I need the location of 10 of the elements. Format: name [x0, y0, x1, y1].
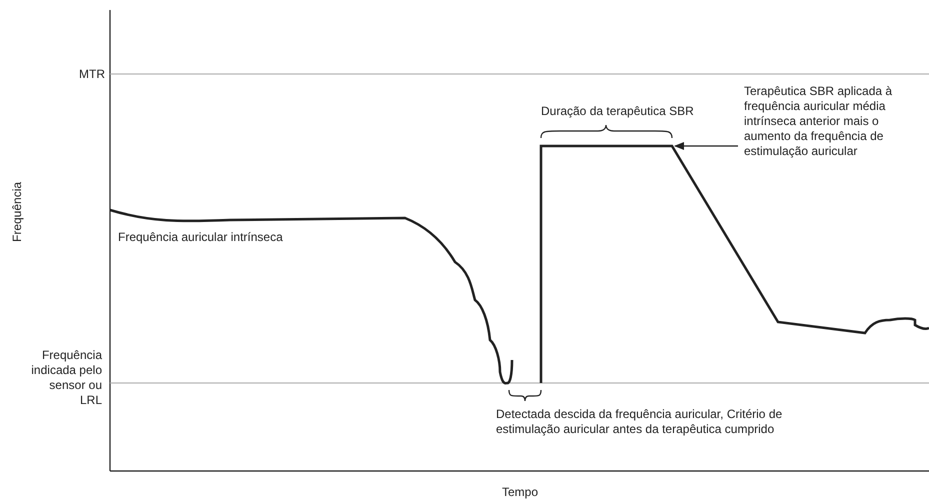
axis-tick-label: Frequência indicada pelo sensor ou LRL: [30, 348, 102, 408]
brace-label: Detectada descida da frequência auricular, Critério de estimulação auricular antes da terapêutica cumprido: [496, 407, 784, 437]
brace-label: Duração da terapêutica SBR: [541, 104, 694, 119]
axis-tick-label: MTR: [78, 67, 105, 82]
curve-label: Frequência auricular intrínseca: [118, 230, 283, 245]
axis-title: Frequência: [10, 182, 25, 242]
arrow: [674, 142, 738, 150]
annotation-text: Terapêutica SBR aplicada à frequência auricular média intrínseca anterior mais o aumento da frequência de estimulação auricular: [744, 84, 922, 159]
rate-curve: [108, 144, 929, 384]
axis-title: Tempo: [502, 485, 538, 500]
